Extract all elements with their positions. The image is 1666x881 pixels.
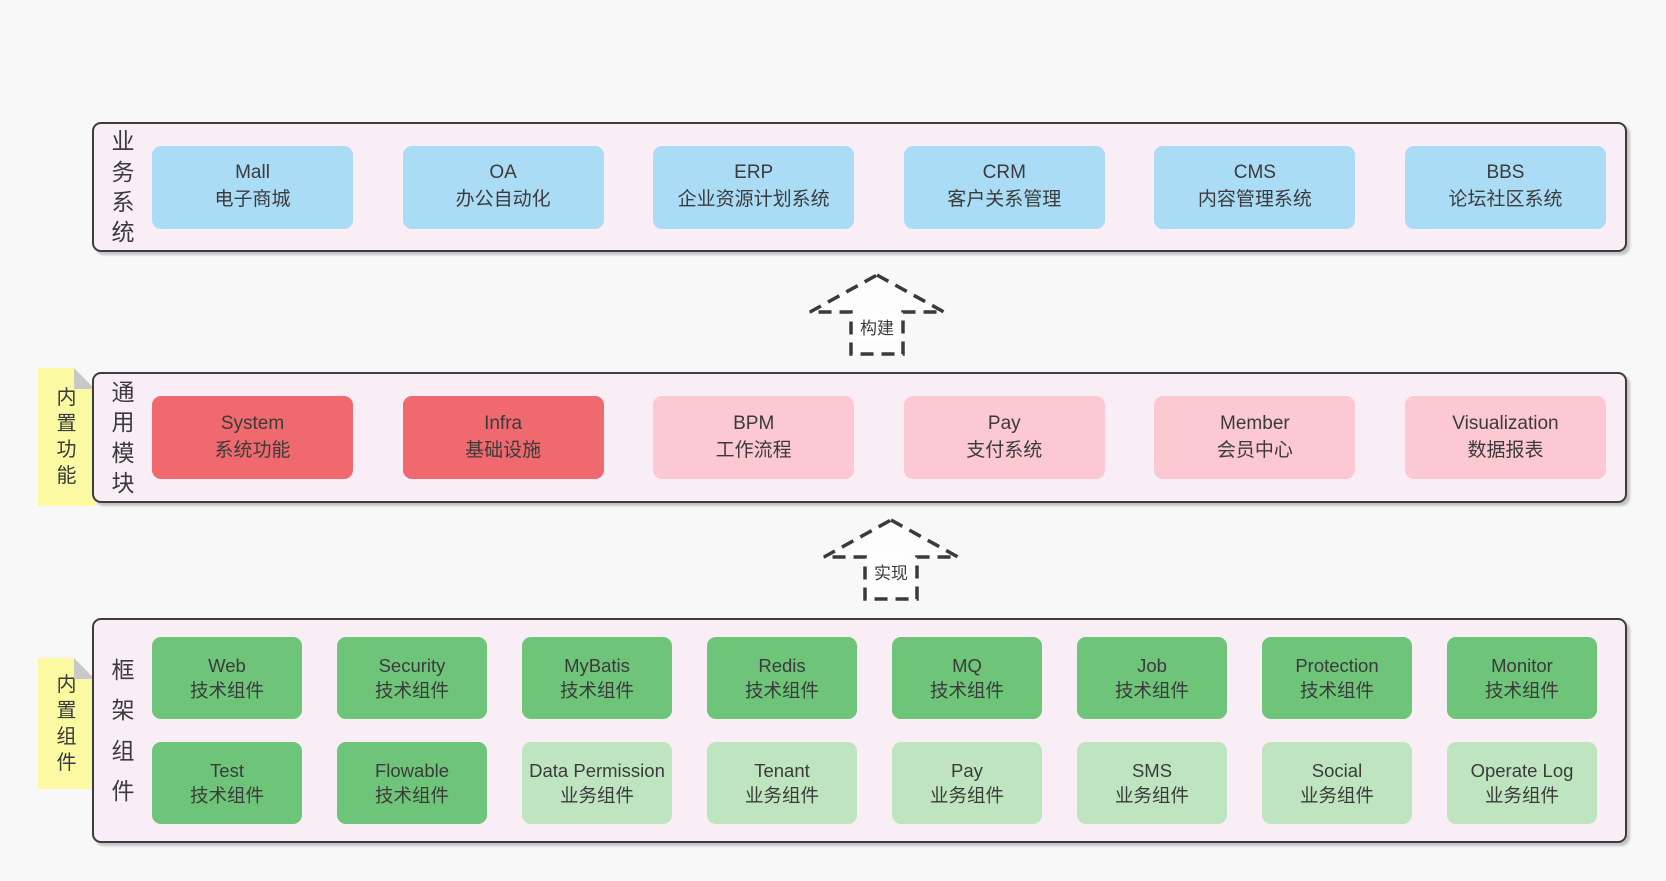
implement-arrow-label: 实现 bbox=[871, 559, 911, 584]
implement-arrow: 实现 bbox=[821, 517, 961, 603]
box-social: Social 业务组件 bbox=[1262, 742, 1412, 824]
box-infra: Infra 基础设施 bbox=[402, 396, 604, 479]
box-protection: Protection 技术组件 bbox=[1262, 637, 1412, 719]
box-cms: CMS 内容管理系统 bbox=[1154, 145, 1356, 229]
box-test: Test 技术组件 bbox=[152, 742, 302, 824]
box-data-permission: Data Permission 业务组件 bbox=[522, 742, 672, 824]
box-sms: SMS 业务组件 bbox=[1077, 742, 1227, 824]
box-bpm: BPM 工作流程 bbox=[653, 396, 855, 479]
builtin-features-tag-label: 内置功能 bbox=[56, 387, 77, 487]
box-web: Web 技术组件 bbox=[152, 637, 302, 719]
box-security: Security 技术组件 bbox=[337, 637, 487, 719]
common-modules-layer-label: 通用模块 bbox=[111, 378, 135, 496]
box-oa: OA 办公自动化 bbox=[402, 145, 604, 229]
box-operate-log: Operate Log 业务组件 bbox=[1447, 742, 1597, 824]
common-modules-content: System 系统功能 Infra 基础设施 BPM 工作流程 Pay 支付系统… bbox=[152, 374, 1625, 501]
box-visualization: Visualization 数据报表 bbox=[1404, 396, 1606, 479]
framework-components-content: Web 技术组件 Security 技术组件 MyBatis 技术组件 Redi… bbox=[152, 620, 1625, 841]
build-arrow-label: 构建 bbox=[857, 314, 897, 339]
tech-components-row: Web 技术组件 Security 技术组件 MyBatis 技术组件 Redi… bbox=[152, 637, 1597, 719]
box-member: Member 会员中心 bbox=[1154, 396, 1356, 479]
box-monitor: Monitor 技术组件 bbox=[1447, 637, 1597, 719]
box-redis: Redis 技术组件 bbox=[707, 637, 857, 719]
build-arrow: 构建 bbox=[807, 272, 947, 358]
box-erp: ERP 企业资源计划系统 bbox=[653, 145, 855, 229]
business-systems-layer: 业务系统 Mall 电子商城 OA 办公自动化 ERP 企业资源计划系统 CRM… bbox=[92, 122, 1627, 252]
builtin-features-tag: 内置功能 bbox=[38, 368, 95, 506]
box-tenant: Tenant 业务组件 bbox=[707, 742, 857, 824]
common-modules-row: System 系统功能 Infra 基础设施 BPM 工作流程 Pay 支付系统… bbox=[152, 396, 1606, 479]
box-mq: MQ 技术组件 bbox=[892, 637, 1042, 719]
box-system: System 系统功能 bbox=[152, 396, 353, 479]
box-mall: Mall 电子商城 bbox=[152, 145, 353, 229]
business-systems-layer-label: 业务系统 bbox=[111, 128, 135, 246]
common-modules-layer: 通用模块 System 系统功能 Infra 基础设施 BPM 工作流程 Pay… bbox=[92, 372, 1627, 503]
box-pay: Pay 支付系统 bbox=[903, 396, 1105, 479]
builtin-components-tag-label: 内置组件 bbox=[56, 673, 77, 774]
biz-components-row: Test 技术组件 Flowable 技术组件 Data Permission … bbox=[152, 742, 1597, 824]
business-systems-row: Mall 电子商城 OA 办公自动化 ERP 企业资源计划系统 CRM 客户关系… bbox=[152, 145, 1606, 229]
builtin-components-tag: 内置组件 bbox=[38, 658, 95, 789]
box-flowable: Flowable 技术组件 bbox=[337, 742, 487, 824]
box-bbs: BBS 论坛社区系统 bbox=[1404, 145, 1606, 229]
framework-components-layer-label: 框架组件 bbox=[111, 657, 135, 804]
business-systems-content: Mall 电子商城 OA 办公自动化 ERP 企业资源计划系统 CRM 客户关系… bbox=[152, 124, 1625, 250]
box-pay-biz: Pay 业务组件 bbox=[892, 742, 1042, 824]
box-mybatis: MyBatis 技术组件 bbox=[522, 637, 672, 719]
framework-components-layer: 框架组件 Web 技术组件 Security 技术组件 MyBatis 技术组件… bbox=[92, 618, 1627, 843]
box-crm: CRM 客户关系管理 bbox=[903, 145, 1105, 229]
box-job: Job 技术组件 bbox=[1077, 637, 1227, 719]
